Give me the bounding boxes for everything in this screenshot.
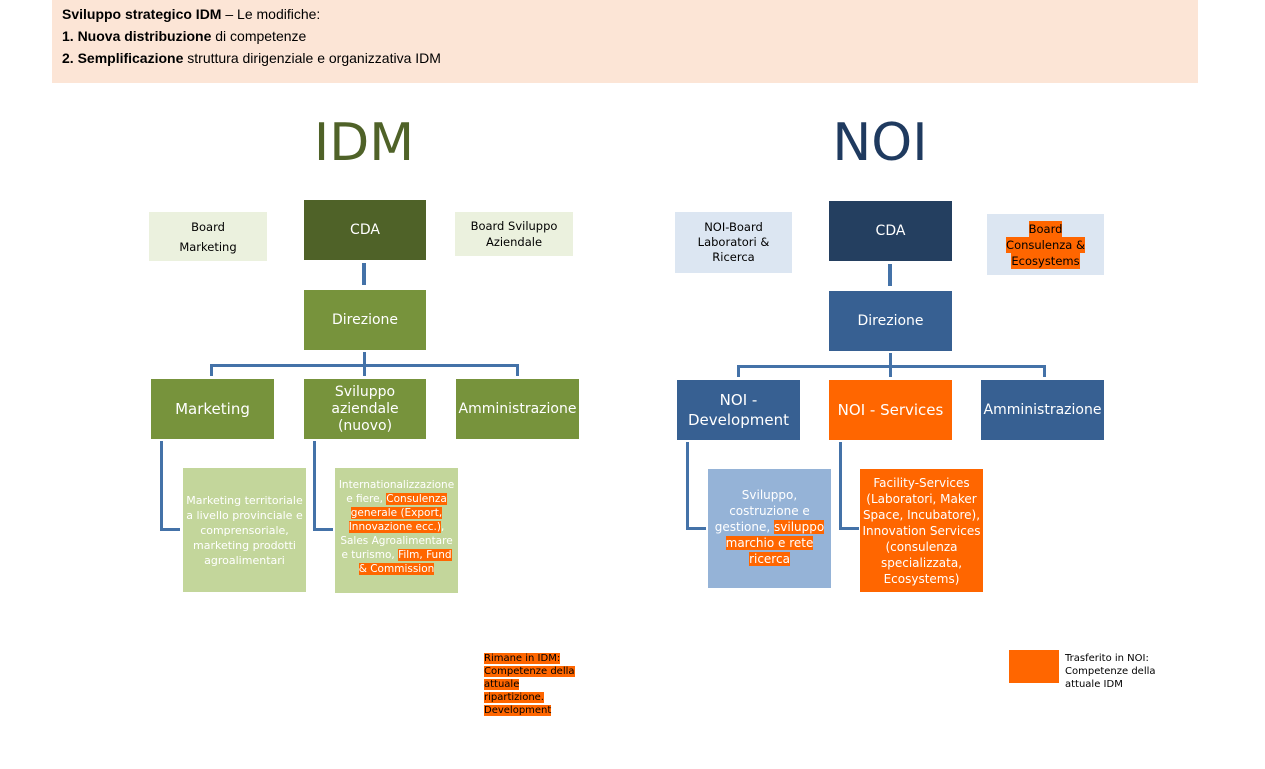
noi-development-description: Sviluppo, costruzione e gestione, svilup… [708,469,831,588]
header-banner: Sviluppo strategico IDM – Le modifiche: … [52,0,1198,83]
idm-sviluppo-box: Sviluppo aziendale (nuovo) [304,379,426,439]
noi-board-consulenza-line-1: Board [1028,220,1063,237]
noi-connector-development-horizontal [686,527,706,530]
header-line-1-rest: – Le modifiche: [221,6,321,22]
noi-connector-development-vertical [686,442,689,530]
idm-connector-drop-amministrazione [516,364,519,376]
noi-board-laboratori: NOI-Board Laboratori & Ricerca [675,212,792,273]
idm-sviluppo-desc-part-1: Internationalizzazione e fiere, [338,479,455,505]
noi-services-box: NOI - Services [829,380,952,440]
header-line-1: Sviluppo strategico IDM – Le modifiche: [62,6,320,22]
header-line-2-rest: di competenze [211,28,307,44]
noi-connector-direzione [889,353,892,367]
idm-board-marketing-line-2: Marketing [179,239,237,254]
idm-board-marketing-line-1: Board [191,219,225,234]
idm-direzione-box: Direzione [304,290,426,350]
idm-cda-box: CDA [304,200,426,260]
noi-connector-drop-services [889,365,892,377]
header-line-3-bold: 2. Semplificazione [62,50,184,66]
noi-connector-drop-development [737,365,740,377]
idm-connector-cda [362,263,366,285]
idm-connector-marketing-horizontal [160,528,180,531]
idm-connector-drop-marketing [210,364,213,376]
noi-connector-services-vertical [839,442,842,530]
noi-development-box: NOI - Development [677,380,800,440]
header-line-2: 1. Nuova distribuzione di competenze [62,28,306,44]
noi-connector-drop-amministrazione [1043,365,1046,377]
idm-marketing-box: Marketing [151,379,274,439]
noi-board-consulenza: Board Consulenza & Ecosystems [987,214,1104,275]
header-line-2-bold: 1. Nuova distribuzione [62,28,212,44]
noi-board-consulenza-line-2: Consulenza & [1006,236,1085,253]
idm-board-sviluppo: Board Sviluppo Aziendale [455,212,573,256]
noi-direzione-box: Direzione [829,291,952,351]
note-rimane-text: Rimane in IDM: Competenze della attuale … [484,653,575,716]
header-line-3: 2. Semplificazione struttura dirigenzial… [62,50,441,66]
idm-amministrazione-box: Amministrazione [456,379,579,439]
idm-connector-sviluppo-vertical [313,441,316,531]
idm-connector-direzione [363,352,366,366]
noi-amministrazione-box: Amministrazione [981,380,1104,440]
idm-connector-sviluppo-horizontal [313,528,333,531]
note-rimane-in-idm: Rimane in IDM: Competenze della attuale … [484,652,576,717]
idm-connector-marketing-vertical [160,441,163,531]
idm-marketing-description: Marketing territoriale a livello provinc… [183,468,306,592]
noi-dev-desc-part-1: Sviluppo, costruzione e gestione, [714,488,810,534]
noi-connector-services-horizontal [839,527,859,530]
idm-board-marketing: Board Marketing [149,212,267,261]
noi-board-consulenza-line-3: Ecosystems [1011,252,1080,269]
noi-cda-box: CDA [829,201,952,261]
header-line-3-rest: struttura dirigenziale e organizzativa I… [183,50,441,66]
idm-title: IDM [313,113,415,173]
noi-title: NOI [832,113,928,173]
legend-trasferito-text: Trasferito in NOI: Competenze della attu… [1065,653,1156,690]
noi-services-description: Facility-Services (Laboratori, Maker Spa… [860,469,983,592]
idm-sviluppo-description: Internationalizzazione e fiere, Consulen… [335,468,458,593]
idm-sviluppo-desc-part-2: , Sales Agroalimentare e turismo, [340,521,453,561]
idm-connector-drop-sviluppo [363,364,366,376]
header-line-1-bold: Sviluppo strategico IDM [62,6,222,22]
noi-connector-cda [888,264,892,286]
legend-orange-swatch [1009,650,1059,683]
